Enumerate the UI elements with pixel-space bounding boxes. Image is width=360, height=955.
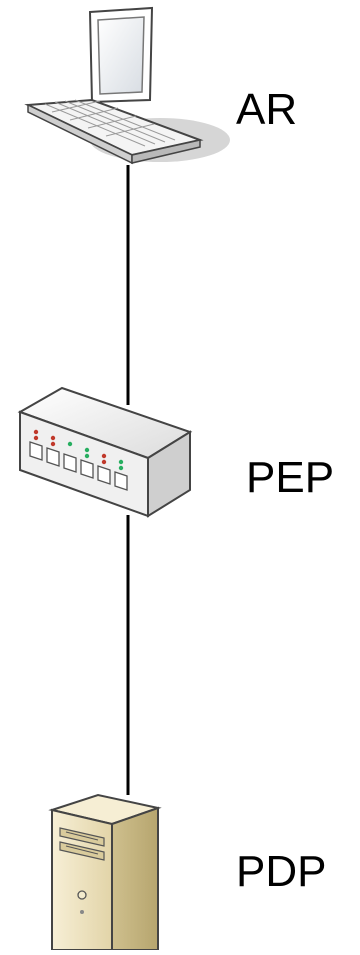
node-label-pep: PEP bbox=[246, 453, 335, 502]
node-label-ar: AR bbox=[236, 85, 298, 134]
server-tower-icon bbox=[48, 793, 162, 951]
network-switch-icon bbox=[17, 386, 193, 518]
node-label-pdp: PDP bbox=[236, 847, 327, 896]
laptop-icon bbox=[24, 6, 230, 165]
